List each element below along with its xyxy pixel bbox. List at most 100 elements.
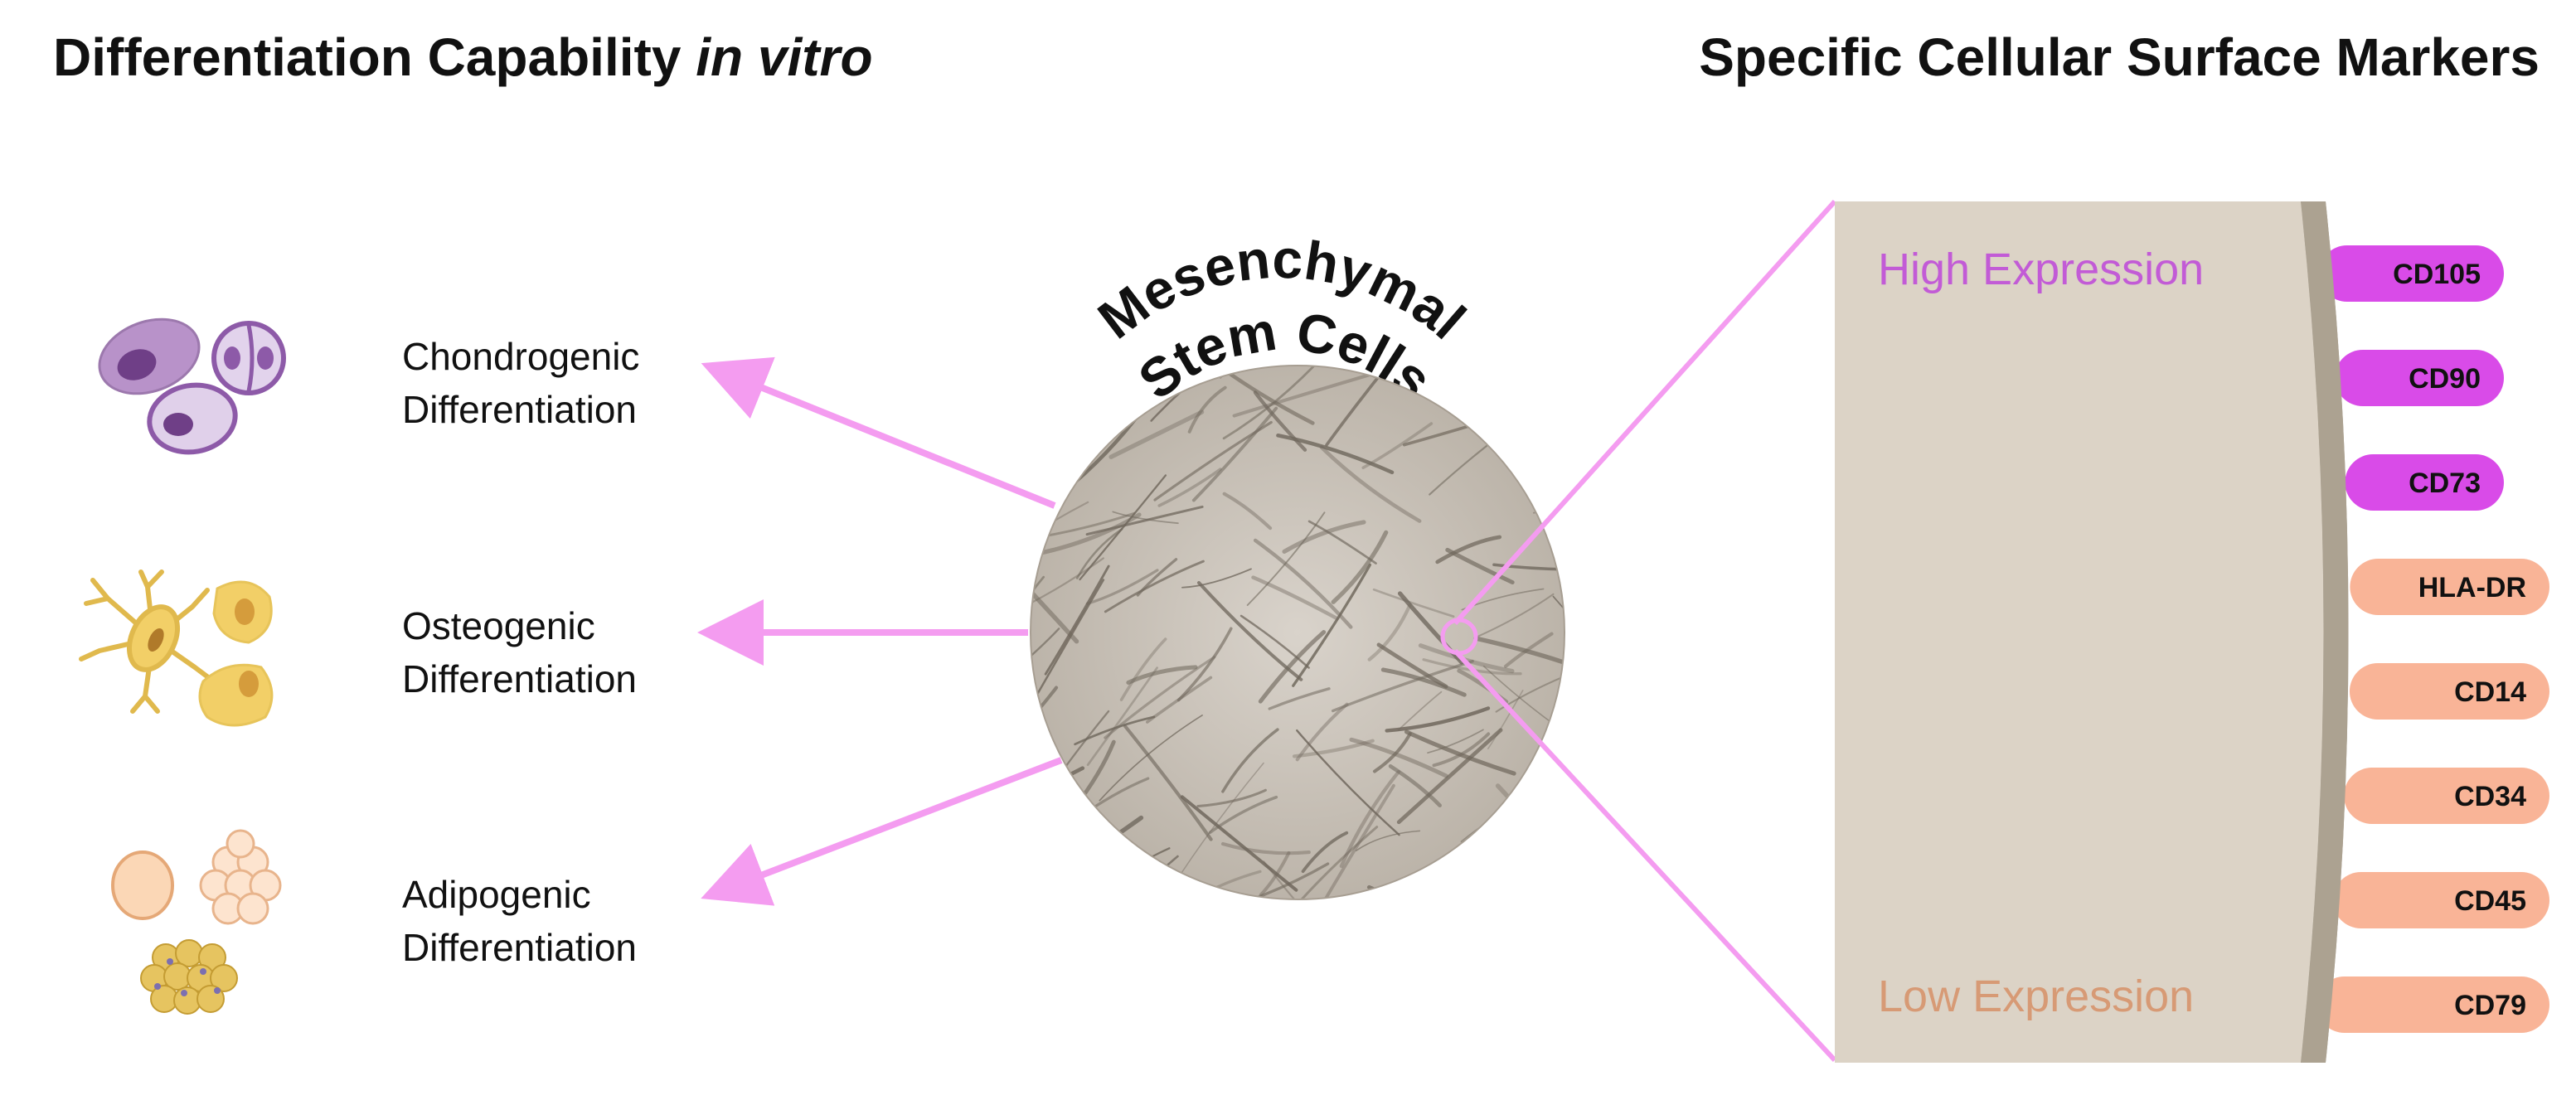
cell-fiber	[1323, 783, 1395, 899]
cell-fiber	[1196, 788, 1267, 808]
msc-micrograph	[1030, 365, 1565, 900]
cell-fiber	[1355, 830, 1421, 852]
osteogenic-label-line2: Differentiation	[402, 657, 637, 700]
cell-fiber	[1331, 659, 1474, 713]
cell-fiber	[1041, 366, 1084, 411]
marker-hla-dr: HLA-DR	[2350, 559, 2549, 615]
osteogenic-label-line1: Osteogenic	[402, 604, 595, 647]
marker-label: CD14	[2454, 676, 2526, 708]
cell-fiber	[1435, 535, 1502, 565]
chondrogenic-label-line1: Chondrogenic	[402, 335, 640, 378]
chondrogenic-label-line2: Differentiation	[402, 388, 637, 431]
cell-fiber	[1127, 855, 1179, 899]
cell-fiber	[1222, 366, 1317, 440]
cell-fiber	[1296, 826, 1379, 899]
cell-fiber	[1292, 739, 1375, 758]
cell-fiber	[1473, 636, 1565, 671]
chondrocyte-cells-icon	[98, 317, 286, 455]
cell-fiber	[1396, 728, 1503, 825]
adipogenic-label: Adipogenic Differentiation	[402, 868, 637, 974]
cell-fiber	[1361, 422, 1434, 470]
arrow-adipogenic	[701, 757, 1063, 906]
cell-fiber	[1085, 569, 1159, 605]
cell-fiber	[1388, 763, 1442, 807]
cell-fiber	[1031, 579, 1105, 709]
adipocyte-cells-icon	[111, 829, 282, 1015]
cell-fiber	[1074, 715, 1156, 746]
marker-label: CD79	[2454, 990, 2526, 1021]
marker-label: CD105	[2393, 259, 2481, 290]
cell-fiber	[1176, 627, 1233, 702]
cell-fiber	[1296, 729, 1400, 836]
cell-fiber	[1259, 850, 1291, 897]
cell-fiber	[1031, 533, 1045, 574]
marker-pill	[2316, 976, 2549, 1033]
cell-fiber	[1099, 715, 1203, 802]
cell-fiber	[1031, 628, 1060, 679]
cell-fiber	[1253, 538, 1353, 629]
cell-fiber	[1552, 595, 1565, 645]
cell-fiber	[1126, 665, 1198, 685]
cell-fiber	[1191, 406, 1278, 502]
cell-fiber	[1208, 795, 1278, 835]
cell-fiber	[1492, 375, 1555, 445]
marker-cd34: CD34	[2344, 768, 2549, 824]
marker-cd14: CD14	[2349, 663, 2549, 720]
marker-label: CD45	[2454, 885, 2526, 917]
membrane-edge	[2301, 201, 2349, 1063]
marker-pill	[2350, 559, 2549, 615]
cell-fiber	[1187, 385, 1227, 434]
cell-fiber	[1031, 815, 1144, 899]
cell-fiber	[1495, 783, 1565, 877]
cell-fiber	[1031, 575, 1045, 675]
adipogenic-label-line1: Adipogenic	[402, 873, 591, 916]
cell-fiber	[1197, 580, 1303, 681]
marker-label: HLA-DR	[2418, 572, 2526, 603]
cell-fiber	[1282, 520, 1366, 554]
cell-fiber	[1268, 687, 1331, 710]
cell-fiber	[1502, 366, 1565, 399]
marker-label: CD34	[2454, 781, 2526, 812]
cell-fiber	[1366, 884, 1420, 899]
marker-pill	[2344, 768, 2549, 824]
osteogenic-label: Osteogenic Differentiation	[402, 599, 637, 705]
cell-fiber	[1031, 501, 1089, 584]
marker-pill	[2332, 872, 2549, 928]
cell-fiber	[1253, 390, 1307, 452]
cell-fiber	[1372, 732, 1412, 773]
marker-pill	[2345, 454, 2504, 511]
cell-fiber	[1404, 729, 1516, 776]
cell-fiber	[1307, 520, 1377, 565]
chondrogenic-label: Chondrogenic Differentiation	[402, 330, 639, 436]
cell-fiber	[1119, 637, 1167, 701]
cell-fiber	[1180, 762, 1264, 875]
cell-fiber	[1376, 642, 1448, 689]
cell-fiber	[1529, 821, 1565, 844]
cell-fiber	[1473, 593, 1555, 639]
cell-fiber	[1031, 459, 1079, 482]
cell-fiber	[1180, 795, 1298, 892]
cell-fiber	[1079, 474, 1167, 581]
adipogenic-label-line2: Differentiation	[402, 926, 637, 969]
marker-cd90: CD90	[2334, 350, 2504, 406]
cell-fiber	[1251, 575, 1339, 621]
cell-fiber	[1044, 565, 1110, 676]
zoom-circle	[1440, 618, 1478, 656]
cell-fiber	[1367, 603, 1412, 661]
cell-fiber	[1031, 366, 1097, 472]
marker-label: CD90	[2409, 363, 2481, 395]
cell-fiber	[1427, 729, 1484, 754]
cell-fiber	[1222, 492, 1273, 531]
cell-fiber	[1401, 859, 1504, 899]
cell-fiber	[1331, 530, 1389, 604]
cell-fiber	[1153, 420, 1273, 502]
cell-fiber	[1445, 893, 1510, 899]
cell-fiber	[1220, 841, 1311, 855]
left-section-title: Differentiation Capability in vitro	[53, 27, 873, 88]
cell-fiber	[1482, 665, 1565, 754]
cell-fiber	[1085, 505, 1204, 536]
cell-fiber	[1319, 445, 1422, 523]
cell-fiber	[1325, 366, 1400, 447]
cell-fiber	[1109, 409, 1205, 459]
zoom-line-top	[1453, 199, 1837, 626]
